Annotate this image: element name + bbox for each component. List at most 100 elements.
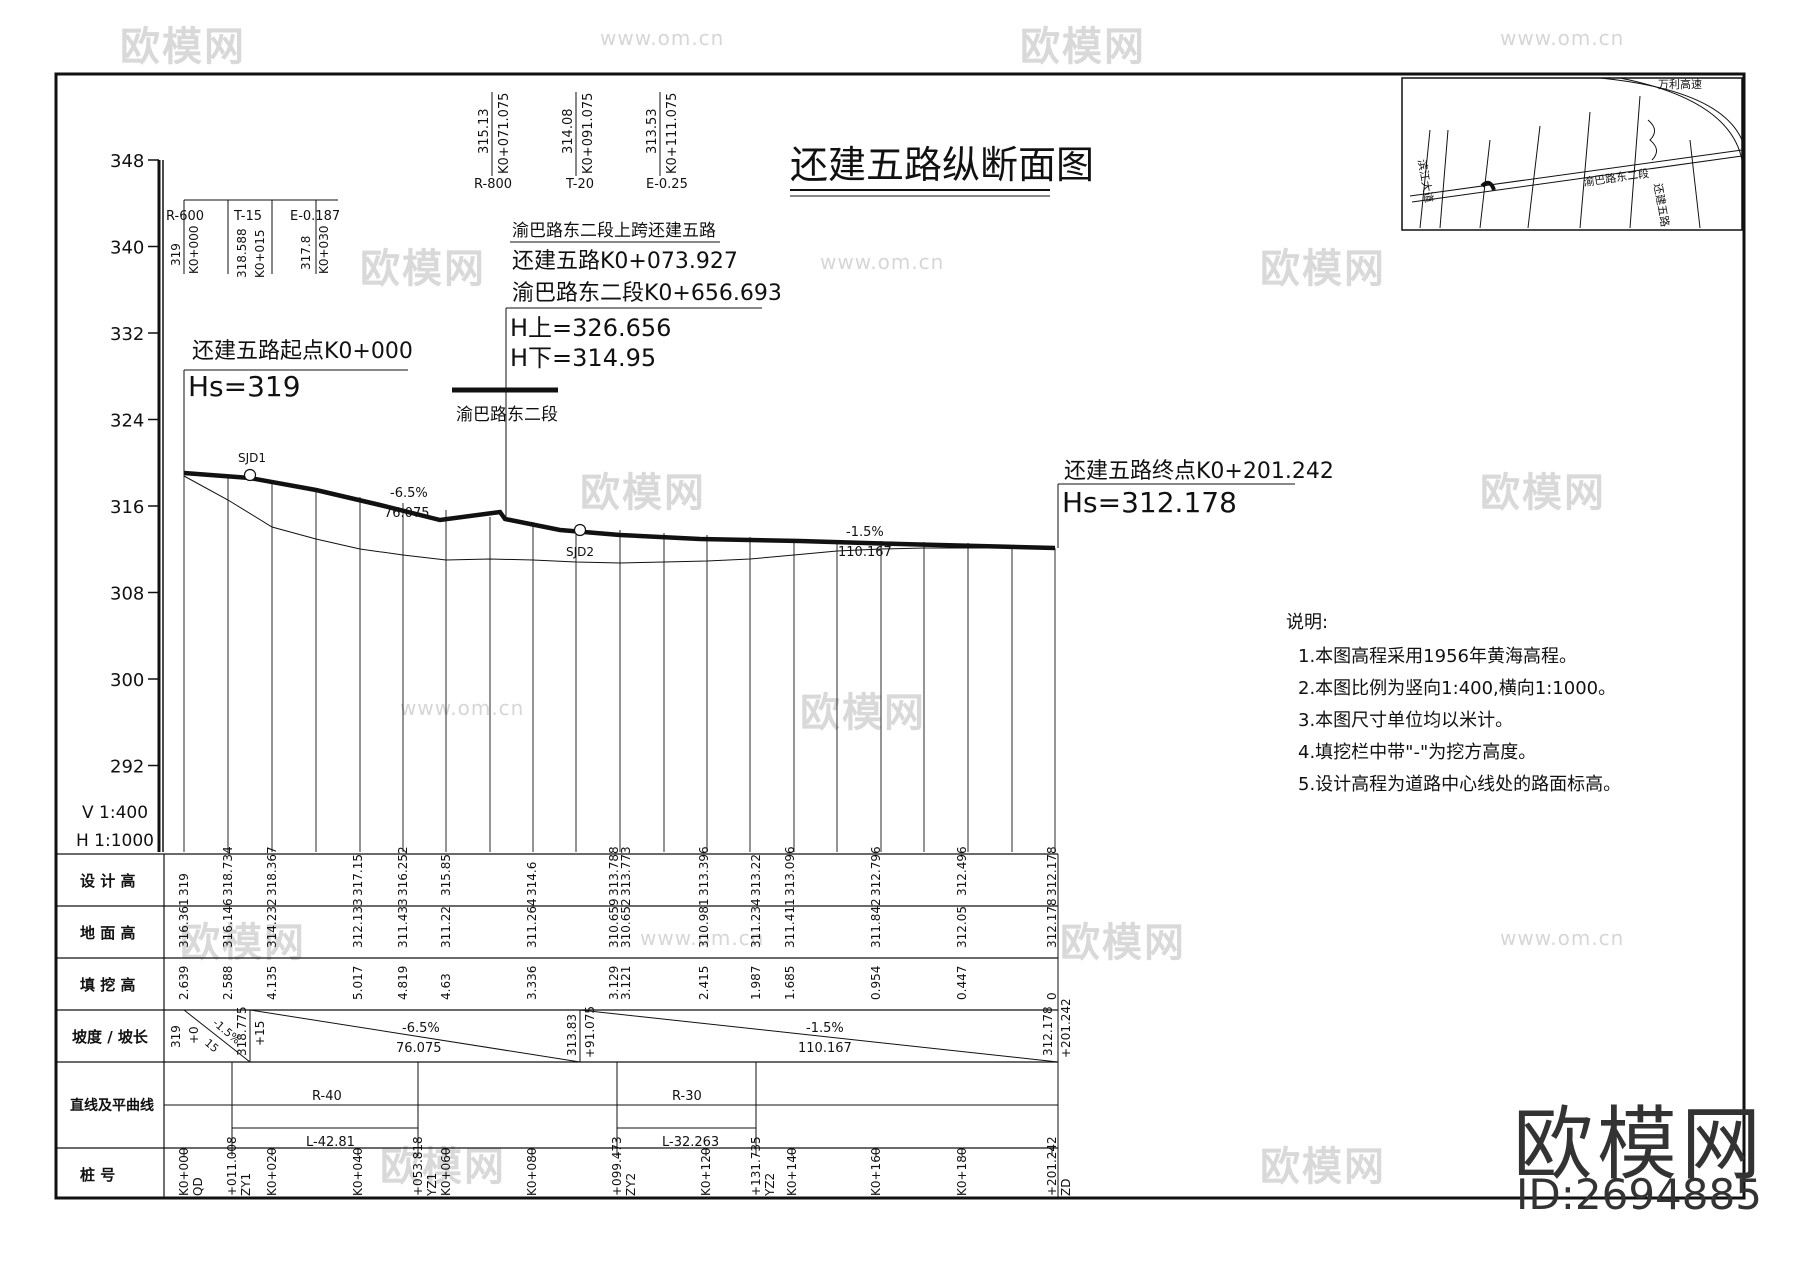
y-tick-label: 348 [110,151,144,172]
station-label: K0+180 [955,1148,969,1196]
bridge-label: 渝巴路东二段 [456,405,558,425]
fill-height: 1.685 [783,966,797,1000]
station-label: K0+020 [265,1148,279,1196]
fill-height: 1.987 [749,966,763,1000]
station-code: YZ1 [425,1173,439,1197]
note-item: 3.本图尺寸单位均以米计。 [1298,710,1513,731]
grade-station: +15 [253,1021,267,1046]
vc-station: K0+030 [317,226,331,274]
station-label: K0+140 [785,1148,799,1196]
fill-height: 5.017 [351,966,365,1000]
drawing-frame [54,72,1746,1200]
grade-percent: -6.5% [402,1021,440,1036]
station-code: ZY1 [239,1173,253,1196]
design-elev: 312.796 [869,846,883,896]
design-elev: 317.15 [351,854,365,896]
fill-height: 0.447 [955,966,969,1000]
map-label: 渝巴路东二段 [1582,166,1649,189]
y-tick-label: 316 [110,497,144,518]
note-item: 2.本图比例为竖向1:400,横向1:1000。 [1298,678,1616,699]
scale-vertical: V 1:400 [82,803,148,823]
station-label: +053.818 [411,1136,425,1196]
curve-radius: R-30 [672,1089,702,1104]
vc-station: K0+015 [253,230,267,278]
start-annotation: 还建五路起点K0+000 Hs=319 [183,339,413,473]
station-label: +201.242 [1045,1136,1059,1196]
map-label: 还建五路 [1651,182,1672,228]
ground-elev: 312.178 [1045,898,1059,948]
y-tick-label: 340 [110,238,144,259]
fill-height: 3.129 [607,966,621,1000]
vc-elev: 317.8 [299,236,313,270]
station-code: ZD [1059,1179,1073,1196]
vertical-curve-1: R-600 T-15 E-0.187 319 K0+000 318.588 K0… [166,199,340,278]
ground-elev: 310.659 [607,898,621,948]
note-item: 5.设计高程为道路中心线处的路面标高。 [1298,774,1621,795]
crossing-station-1: 还建五路K0+073.927 [512,249,738,274]
vc-radius: R-600 [166,209,204,224]
row-label: 直线及平曲线 [70,1097,154,1114]
ground-elev: 310.981 [697,898,711,948]
row-label: 设 计 高 [80,872,135,890]
ground-elev: 316.361 [177,898,191,948]
vc-station: K0+071.075 [497,93,512,174]
start-hs: Hs=319 [188,370,301,403]
fill-height: 2.415 [697,966,711,1000]
curve-row: R-40 L-42.81 R-30 L-32.263 [164,1062,1058,1150]
station-label: K0+120 [699,1148,713,1196]
end-label: 还建五路终点K0+201.242 [1064,459,1334,484]
fill-height: 4.63 [439,973,453,1000]
slope-label: -6.5% [390,486,428,501]
vc-tangent: T-15 [233,209,262,224]
grade-length: 76.075 [396,1041,442,1056]
vc-external: E-0.187 [290,209,340,224]
map-label: 滨江大道 [1415,158,1436,204]
ground-elev: 311.264 [525,898,539,948]
ground-elev: 311.411 [783,898,797,948]
station-label: K0+040 [351,1148,365,1196]
ground-elev: 310.652 [619,898,633,948]
vertical-curve-2: R-800 T-20 E-0.25 315.13 K0+071.075 314.… [474,92,688,192]
design-elev: 318.367 [265,846,279,896]
vc-external: E-0.25 [646,177,688,192]
vc-elev: 315.13 [477,109,492,155]
curve-radius: R-40 [312,1089,342,1104]
grade-station: +0 [187,1026,201,1044]
design-elev: 313.788 [607,846,621,896]
map-label: 万利高速 [1658,77,1702,91]
brand-id: ID:2694885 [1516,1170,1762,1219]
ground-elev: 311.234 [749,898,763,948]
ground-elev: 311.22 [439,906,453,948]
design-elev: 319 [177,873,191,896]
crossing-h-up: H上=326.656 [510,314,671,342]
notes: 说明: 1.本图高程采用1956年黄海高程。 2.本图比例为竖向1:400,横向… [1286,612,1621,795]
station-code: YZ2 [763,1173,777,1197]
station-label: K0+060 [439,1148,453,1196]
row-label: 填 挖 高 [80,976,135,994]
sjd1-point [243,468,257,482]
y-tick-label: 308 [110,584,144,605]
note-item: 4.填挖栏中带"-"为挖方高度。 [1298,742,1536,763]
y-tick-label: 332 [110,324,144,345]
station-lines [183,473,1056,852]
design-line [183,470,1056,551]
ground-elev: 316.146 [221,898,235,948]
ground-elev: 312.133 [351,898,365,948]
row-label: 桩 号 [80,1166,115,1184]
design-elev: 312.496 [955,846,969,896]
profile-table: 设 计 高 地 面 高 填 挖 高 坡度 / 坡长 直线及平曲线 桩 号 319… [56,846,1073,1198]
ground-elev: 311.433 [396,898,410,948]
location-map: 万利高速 滨江大道 渝巴路东二段 还建五路 [1401,77,1743,231]
sjd1-label: SJD1 [238,451,266,465]
vc-station: K0+091.075 [581,93,596,174]
design-elev: 313.096 [783,846,797,896]
brand-logo-text: 欧模网 [1513,1098,1765,1191]
design-elev: 318.734 [221,846,235,896]
grade-station: +91.075 [583,1006,597,1058]
end-annotation: 还建五路终点K0+201.242 Hs=312.178 [1057,459,1334,548]
vc-radius: R-800 [474,177,512,192]
y-tick-label: 324 [110,411,144,432]
crossing-annotation: 渝巴路东二段上跨还建五路 还建五路K0+073.927 渝巴路东二段K0+656… [452,221,782,520]
grade-row: 319 +0 -1.5% 15 318.775 +15 -6.5% 76.075… [169,998,1073,1063]
